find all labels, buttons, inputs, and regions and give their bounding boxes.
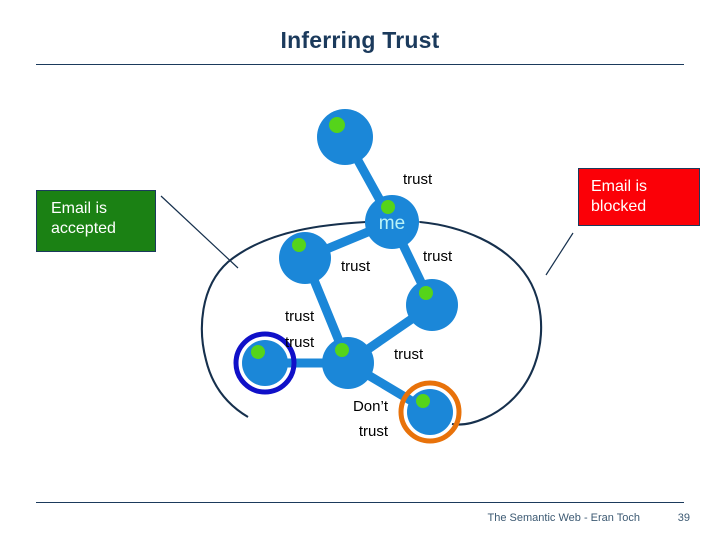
node-center[interactable] xyxy=(322,337,374,389)
node-center-dot xyxy=(335,343,349,357)
edge-label-leftupper-center: trust xyxy=(285,308,315,325)
ring-trusted xyxy=(233,331,297,395)
node-distrusted-dot xyxy=(416,394,430,408)
node-me-label: me xyxy=(379,213,405,234)
node-trusted-dot xyxy=(251,345,265,359)
node-left-upper[interactable] xyxy=(279,232,331,284)
edge-label-center-distrusted-line2: trust xyxy=(359,423,389,440)
node-trusted[interactable] xyxy=(242,340,288,386)
footer-credit: The Semantic Web - Eran Toch xyxy=(487,512,640,524)
callout-email-blocked: Email is blocked xyxy=(578,168,700,226)
ring-distrusted xyxy=(398,380,462,444)
node-left-upper-dot xyxy=(292,238,306,252)
leader-line-blocked xyxy=(545,232,574,276)
edge-label-top-me: trust xyxy=(403,171,433,188)
callout-accepted-line2: accepted xyxy=(51,220,116,237)
inference-boundary-left xyxy=(200,218,374,418)
node-right-dot xyxy=(419,286,433,300)
node-right[interactable] xyxy=(406,279,458,331)
callout-email-accepted: Email is accepted xyxy=(36,190,156,252)
callout-blocked-line2: blocked xyxy=(591,198,647,215)
node-distrusted[interactable] xyxy=(407,389,453,435)
edge-label-me-right: trust xyxy=(423,248,453,265)
node-top[interactable] xyxy=(317,109,373,165)
node-top-dot xyxy=(329,117,345,133)
inference-boundary-right xyxy=(412,218,543,426)
leader-line-accepted xyxy=(160,195,239,269)
callout-blocked-line1: Email is xyxy=(591,178,648,195)
edge-label-trusted-center: trust xyxy=(285,334,315,351)
title-divider xyxy=(36,64,684,65)
edge-label-center-distrusted-line1: Don’t xyxy=(353,398,389,415)
footer-divider xyxy=(36,502,684,503)
graph-nodes xyxy=(242,109,458,435)
node-me[interactable] xyxy=(365,195,419,249)
page-title: Inferring Trust xyxy=(280,27,440,53)
footer-page-number: 39 xyxy=(677,512,690,524)
edge-label-leftupper-me: trust xyxy=(341,258,371,275)
callout-accepted-line1: Email is xyxy=(51,200,108,217)
node-me-dot xyxy=(381,200,395,214)
edge-label-right-center: trust xyxy=(394,346,424,363)
